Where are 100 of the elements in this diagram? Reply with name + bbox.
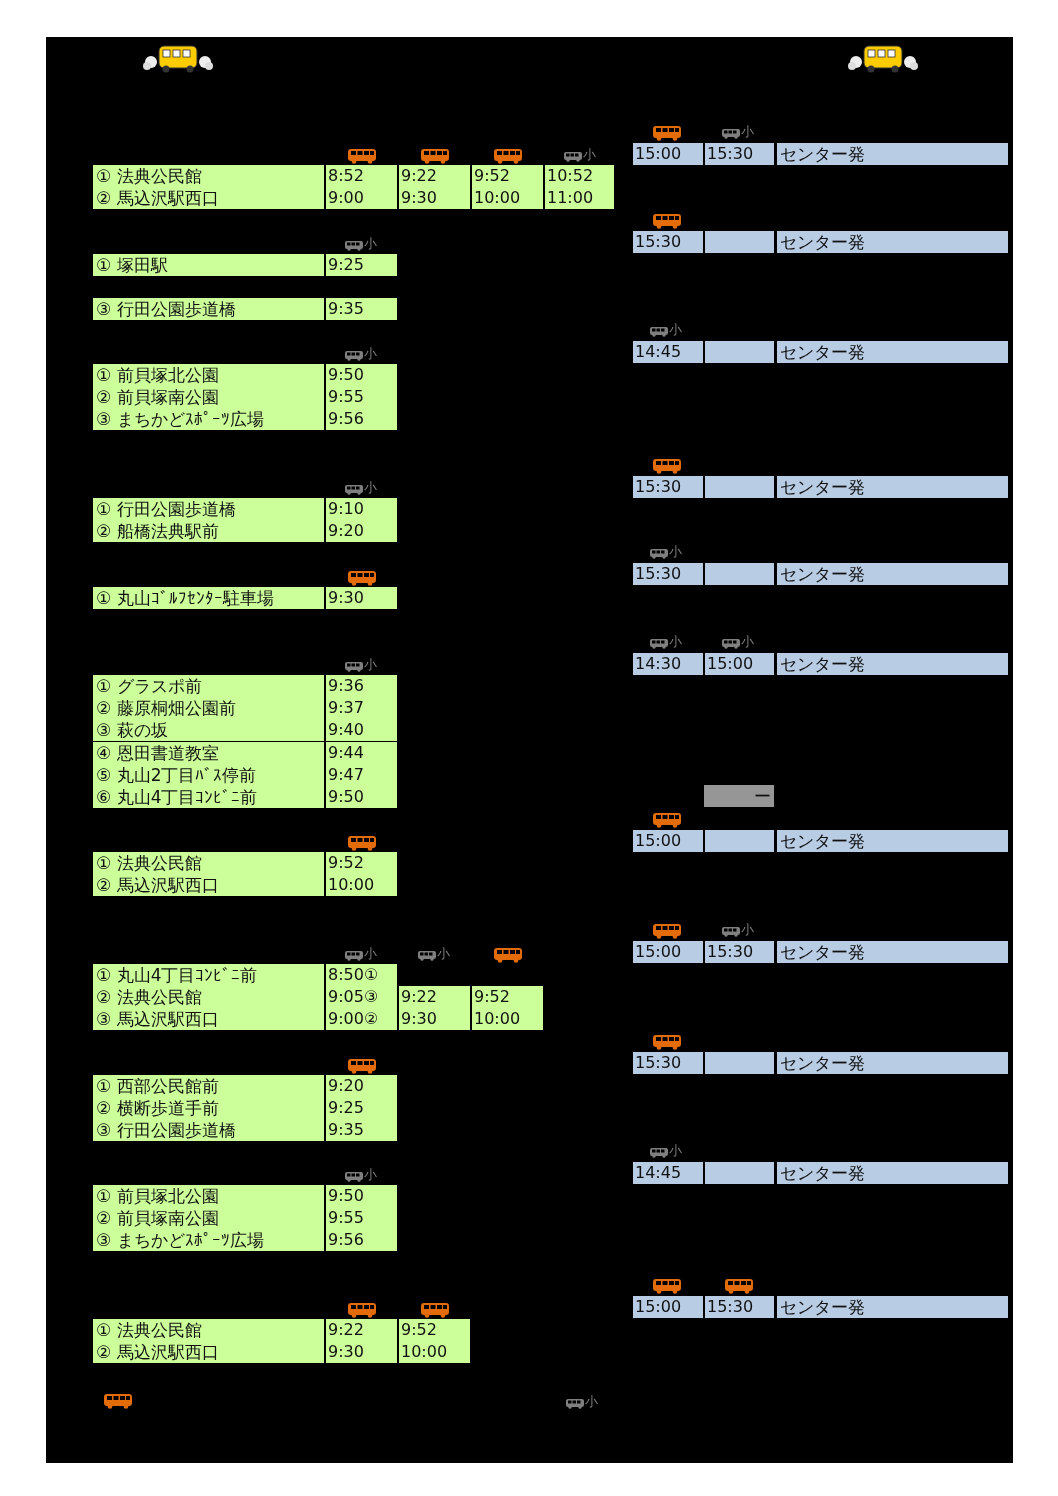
stop-name-cell: ② 船橋法典駅前	[93, 520, 324, 542]
stop-name-cell: ② 前貝塚南公園	[93, 386, 324, 408]
time-cell: 10:00	[472, 187, 543, 209]
stop-name-cell: ① 西部公民館前	[93, 1075, 324, 1097]
time-cell: 9:47	[326, 764, 397, 786]
time-cell: 9:35	[326, 298, 397, 320]
time-cell: 10:00	[326, 874, 397, 896]
time-cell: 14:45	[633, 1162, 703, 1184]
time-cell: 9:56	[326, 408, 397, 430]
departure-cell: センター発	[777, 941, 1008, 963]
time-cell: 14:30	[633, 653, 703, 675]
time-cell: 9:25	[326, 254, 397, 276]
stop-name-cell: ② 横断歩道手前	[93, 1097, 324, 1119]
departure-cell: センター発	[777, 231, 1008, 253]
time-cell: 9:55	[326, 1207, 397, 1229]
time-cell: 9:55	[326, 386, 397, 408]
time-cell: 9:36	[326, 675, 397, 697]
departure-cell: センター発	[777, 563, 1008, 585]
time-cell: 9:50	[326, 786, 397, 808]
stop-name-cell: ① 行田公園歩道橋	[93, 498, 324, 520]
stop-name-cell: ⑥ 丸山4丁目ｺﾝﾋﾞﾆ前	[93, 786, 324, 808]
departure-cell: センター発	[777, 830, 1008, 852]
size-label: 小	[741, 635, 754, 649]
time-cell: 15:30	[633, 1052, 703, 1074]
stop-name-cell: ② 前貝塚南公園	[93, 1207, 324, 1229]
size-label: 小	[583, 148, 596, 162]
time-cell: 9:56	[326, 1229, 397, 1251]
time-cell: 9:52	[472, 986, 543, 1008]
stop-name-cell: ① 塚田駅	[93, 254, 324, 276]
size-label: 小	[364, 347, 377, 361]
time-cell: 15:00	[705, 653, 774, 675]
time-cell: 9:20	[326, 1075, 397, 1097]
stop-name-cell: ① 法典公民館	[93, 852, 324, 874]
stop-name-cell: ② 馬込沢駅西口	[93, 1341, 324, 1363]
size-label: 小	[669, 1144, 682, 1158]
time-cell: 9:00	[326, 187, 397, 209]
time-cell: 9:25	[326, 1097, 397, 1119]
size-label: 小	[364, 1168, 377, 1182]
time-cell: 9:52	[399, 1319, 470, 1341]
time-cell: 9:52	[326, 852, 397, 874]
time-cell: 15:30	[633, 476, 703, 498]
stop-name-cell: ② 馬込沢駅西口	[93, 187, 324, 209]
time-cell: 9:00②	[326, 1008, 397, 1030]
time-cell: 10:52	[545, 165, 614, 187]
time-cell: 9:22	[326, 1319, 397, 1341]
stop-name-cell: ① 法典公民館	[93, 1319, 324, 1341]
size-label: 小	[669, 635, 682, 649]
time-cell: 9:37	[326, 697, 397, 719]
time-cell: 9:35	[326, 1119, 397, 1141]
time-cell: 10:00	[472, 1008, 543, 1030]
time-cell: 8:52	[326, 165, 397, 187]
time-cell: 15:00	[633, 941, 703, 963]
time-cell: 9:05③	[326, 986, 397, 1008]
stop-name-cell: ③ 行田公園歩道橋	[93, 298, 324, 320]
size-label: 小	[364, 947, 377, 961]
time-cell: 9:22	[399, 165, 470, 187]
time-cell: 10:00	[399, 1341, 470, 1363]
size-label: 小	[364, 481, 377, 495]
time-cell: 14:45	[633, 341, 703, 363]
size-label: 小	[669, 323, 682, 337]
size-label: 小	[741, 125, 754, 139]
stop-name-cell: ① 前貝塚北公園	[93, 364, 324, 386]
stop-name-cell: ④ 恩田書道教室	[93, 742, 324, 764]
departure-cell: センター発	[777, 1052, 1008, 1074]
stop-name-cell: ① 丸山4丁目ｺﾝﾋﾞﾆ前	[93, 964, 324, 986]
dash-cell: ー	[704, 785, 774, 807]
size-label: 小	[741, 923, 754, 937]
time-cell: 11:00	[545, 187, 614, 209]
time-cell: 15:30	[705, 143, 774, 165]
time-cell: 9:52	[472, 165, 543, 187]
size-label: 小	[437, 947, 450, 961]
stop-name-cell: ② 法典公民館	[93, 986, 324, 1008]
time-cell: 9:50	[326, 1185, 397, 1207]
time-cell: 9:30	[326, 1341, 397, 1363]
time-cell: 15:30	[633, 231, 703, 253]
departure-cell: センター発	[777, 653, 1008, 675]
departure-cell: センター発	[777, 143, 1008, 165]
stop-name-cell: ① グラスポ前	[93, 675, 324, 697]
time-cell: 9:40	[326, 719, 397, 741]
time-cell: 15:00	[633, 143, 703, 165]
stop-name-cell: ② 馬込沢駅西口	[93, 874, 324, 896]
stop-name-cell: ③ 馬込沢駅西口	[93, 1008, 324, 1030]
time-cell: 15:00	[633, 830, 703, 852]
size-label: 小	[585, 1395, 598, 1409]
time-cell: 9:10	[326, 498, 397, 520]
time-cell: 15:00	[633, 1296, 703, 1318]
stop-name-cell: ① 法典公民館	[93, 165, 324, 187]
size-label: 小	[669, 545, 682, 559]
departure-cell: センター発	[777, 1162, 1008, 1184]
stop-name-cell: ⑤ 丸山2丁目ﾊﾞｽ停前	[93, 764, 324, 786]
time-cell: 9:50	[326, 364, 397, 386]
departure-cell: センター発	[777, 476, 1008, 498]
size-label: 小	[364, 237, 377, 251]
time-cell: 15:30	[633, 563, 703, 585]
size-label: 小	[364, 658, 377, 672]
stop-name-cell: ③ 行田公園歩道橋	[93, 1119, 324, 1141]
stop-name-cell: ③ まちかどｽﾎﾟｰﾂ広場	[93, 1229, 324, 1251]
time-cell: 9:22	[399, 986, 470, 1008]
time-cell: 15:30	[705, 941, 774, 963]
stop-name-cell: ① 丸山ｺﾞﾙﾌｾﾝﾀｰ駐車場	[93, 587, 324, 609]
